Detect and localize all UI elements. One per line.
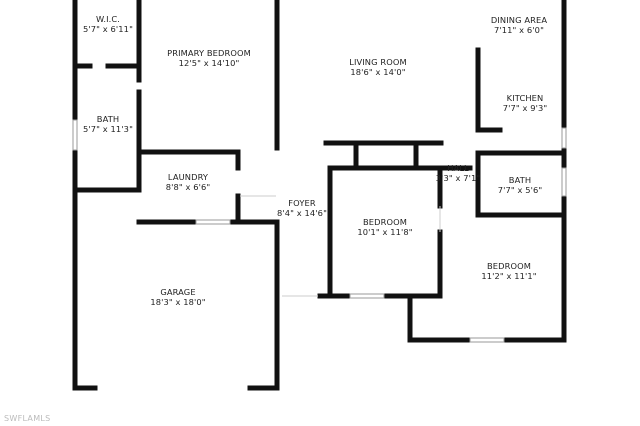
room-label-wic: W.I.C. 5'7" x 6'11" — [83, 14, 133, 34]
room-dimensions: 3'3" x 7'1" — [435, 173, 481, 183]
room-dimensions: 5'7" x 6'11" — [83, 24, 133, 34]
window-bath1 — [72, 119, 78, 151]
window-bedroom1 — [349, 293, 385, 299]
room-label-bath-2: BATH 7'7" x 5'6" — [498, 175, 543, 195]
room-dimensions: 7'7" x 9'3" — [502, 103, 548, 113]
room-name: BATH — [508, 175, 532, 185]
room-name: LIVING ROOM — [349, 57, 407, 67]
exterior-and-interior-walls — [72, 0, 567, 391]
room-name: DINING AREA — [490, 15, 548, 25]
room-dimensions: 8'4" x 14'6" — [277, 208, 327, 218]
room-name: KITCHEN — [506, 93, 544, 103]
room-name: BEDROOM — [362, 217, 408, 227]
watermark-text: SWFLAMLS — [4, 414, 51, 423]
room-name: HALL — [447, 163, 469, 173]
room-label-garage: GARAGE 18'3" x 18'0" — [150, 287, 205, 307]
room-name: GARAGE — [160, 287, 196, 297]
window-kitchen — [561, 127, 567, 149]
room-label-primary-bedroom: PRIMARY BEDROOM 12'5" x 14'10" — [167, 48, 251, 68]
door-openings — [240, 195, 441, 297]
room-dimensions: 11'2" x 11'1" — [481, 271, 537, 281]
room-dimensions: 18'6" x 14'0" — [350, 67, 406, 77]
room-dimensions: 7'11" x 6'0" — [494, 25, 544, 35]
room-label-bedroom-2: BEDROOM 11'2" x 11'1" — [481, 261, 536, 281]
windows — [72, 119, 567, 343]
room-name: PRIMARY BEDROOM — [167, 48, 251, 58]
window-bath2 — [561, 167, 567, 197]
room-dimensions: 5'7" x 11'3" — [83, 124, 133, 134]
window-bedroom2 — [469, 337, 505, 343]
room-name: BATH — [96, 114, 120, 124]
room-label-living-room: LIVING ROOM 18'6" x 14'0" — [349, 57, 407, 77]
room-dimensions: 18'3" x 18'0" — [150, 297, 206, 307]
room-name: LAUNDRY — [167, 172, 209, 182]
room-name: BEDROOM — [486, 261, 532, 271]
room-label-bedroom: BEDROOM 10'1" x 11'8" — [357, 217, 412, 237]
room-dimensions: 8'8" x 6'6" — [165, 182, 211, 192]
room-label-dining-area: DINING AREA 7'11" x 6'0" — [491, 15, 547, 35]
window-laundry — [195, 219, 231, 225]
room-name: FOYER — [288, 198, 316, 208]
room-label-foyer: FOYER 8'4" x 14'6" — [277, 198, 327, 218]
room-label-laundry: LAUNDRY 8'8" x 6'6" — [166, 172, 211, 192]
room-label-bath: BATH 5'7" x 11'3" — [83, 114, 133, 134]
room-dimensions: 10'1" x 11'8" — [357, 227, 413, 237]
room-label-hall: HALL 3'3" x 7'1" — [436, 163, 481, 183]
room-label-kitchen: KITCHEN 7'7" x 9'3" — [503, 93, 548, 113]
room-dimensions: 12'5" x 14'10" — [178, 58, 240, 68]
room-dimensions: 7'7" x 5'6" — [497, 185, 543, 195]
room-name: W.I.C. — [95, 14, 121, 24]
